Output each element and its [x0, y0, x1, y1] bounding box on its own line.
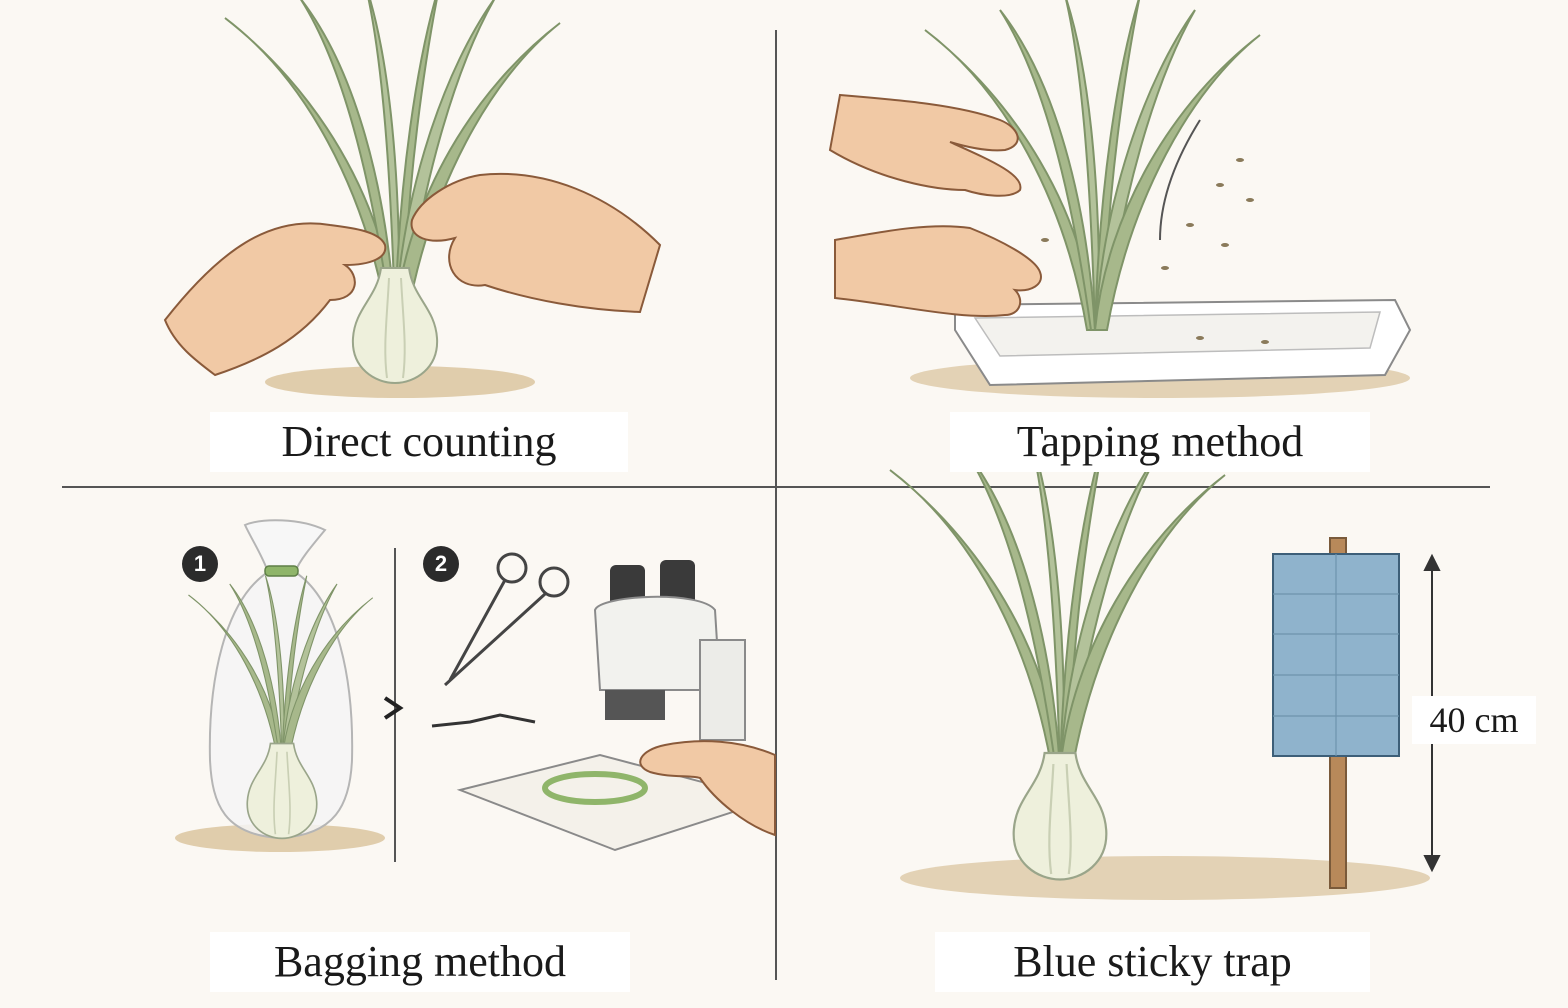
step-badge-1: 1 [182, 546, 218, 582]
hand-icon [828, 93, 1022, 197]
panel-label-direct-counting: Direct counting [210, 412, 628, 472]
panel-blue-sticky-trap [889, 434, 1441, 900]
tray-icon [954, 298, 1412, 387]
panel-bagging-method [175, 519, 776, 862]
step-badge-2: 2 [423, 546, 459, 582]
leaf-ring [542, 771, 648, 805]
microscope-icon [593, 560, 746, 741]
hand-icon [163, 222, 387, 377]
sticky-trap-icon [1272, 537, 1400, 889]
arrow-right-icon [383, 696, 404, 720]
trap-height-label: 40 cm [1412, 696, 1536, 744]
scissors-icon [443, 552, 570, 687]
panel-label-bagging-method: Bagging method [210, 932, 630, 992]
falling-insects [1041, 158, 1269, 344]
panel-tapping-method [828, 0, 1412, 398]
panel-direct-counting [163, 0, 662, 398]
soil-patch [900, 856, 1430, 900]
forceps-icon [431, 713, 536, 728]
hand-icon [834, 225, 1042, 317]
panel-label-blue-sticky-trap: Blue sticky trap [935, 932, 1370, 992]
onion-plant-icon [889, 434, 1226, 881]
panel-label-tapping-method: Tapping method [950, 412, 1370, 472]
hand-icon [410, 172, 662, 314]
hand-icon [639, 740, 776, 837]
motion-line [1159, 119, 1201, 241]
